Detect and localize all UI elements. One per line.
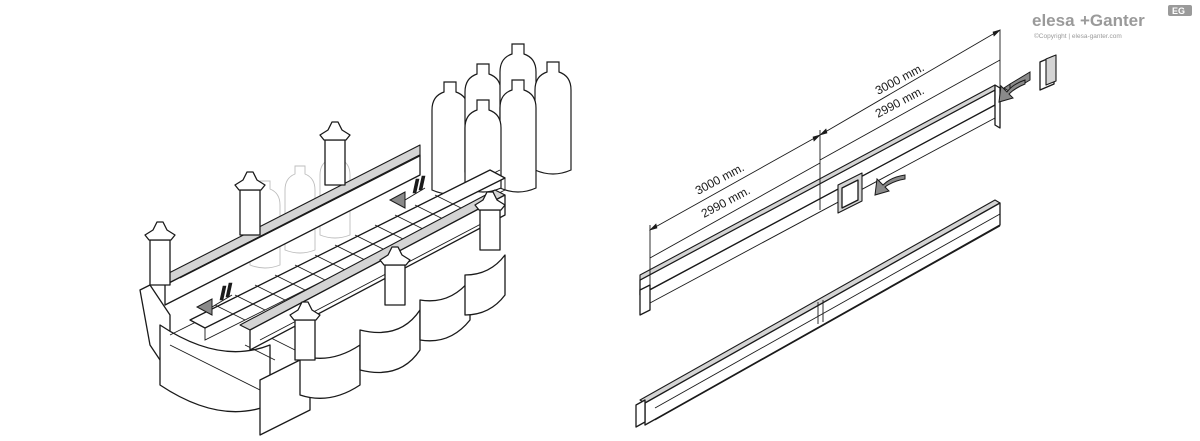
- rail-profiles-illustration: 3000 mm. 2990 mm. 3000 mm. 2990 mm.: [635, 29, 1057, 428]
- dimension-lines: [648, 29, 1002, 285]
- brand-name-part1: elesa: [1032, 11, 1075, 30]
- lower-rail: [635, 199, 1001, 428]
- star-knob-posts: [144, 121, 506, 361]
- brand-logo: elesa +Ganter EG ©Copyright | elesa-gant…: [1032, 5, 1192, 40]
- brand-copyright: ©Copyright | elesa-ganter.com: [1034, 32, 1122, 40]
- insert-direction-arrows: [195, 175, 426, 316]
- conveyor-assembly-illustration: [139, 43, 572, 436]
- brand-badge: EG: [1172, 6, 1185, 16]
- end-cap-part: [874, 54, 1057, 196]
- brand-badge-bg: [1168, 5, 1192, 16]
- brand-name-part2: +Ganter: [1080, 11, 1145, 30]
- upper-rail: [639, 84, 1001, 316]
